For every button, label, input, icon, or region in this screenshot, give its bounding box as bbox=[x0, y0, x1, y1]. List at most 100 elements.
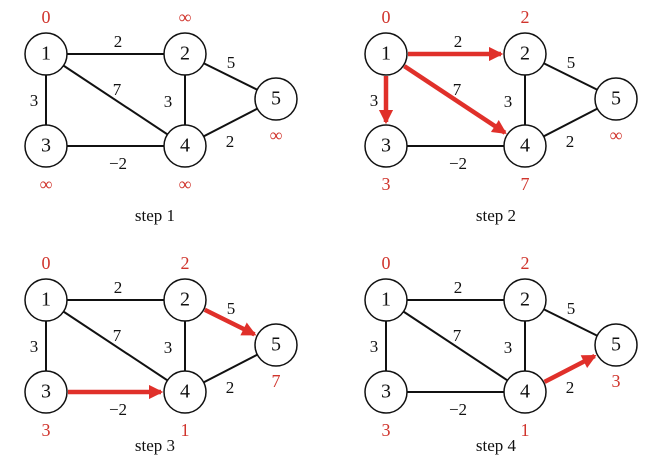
node-2: 2 bbox=[163, 278, 207, 322]
distance-label-node-1: 0 bbox=[42, 7, 51, 27]
node-label: 4 bbox=[520, 381, 530, 403]
node-circle bbox=[24, 124, 68, 168]
node-label: 5 bbox=[271, 334, 281, 356]
node-1: 1 bbox=[24, 32, 68, 76]
distance-label-node-3: 3 bbox=[42, 420, 51, 440]
node-circle bbox=[364, 32, 408, 76]
node-circle bbox=[364, 370, 408, 414]
node-label: 5 bbox=[611, 334, 621, 356]
distance-label-node-2: ∞ bbox=[179, 7, 192, 27]
edge-weight-2-5: 5 bbox=[567, 53, 576, 72]
node-1: 1 bbox=[364, 278, 408, 322]
step-caption: step 1 bbox=[135, 206, 175, 225]
node-circle bbox=[163, 370, 207, 414]
distance-label-node-1: 0 bbox=[382, 7, 391, 27]
node-label: 5 bbox=[271, 88, 281, 110]
node-2: 2 bbox=[503, 278, 547, 322]
edge-weight-3-4: −2 bbox=[109, 154, 127, 173]
distance-label-node-3: 3 bbox=[382, 174, 391, 194]
step-caption: step 4 bbox=[476, 436, 517, 455]
node-circle bbox=[24, 278, 68, 322]
node-circle bbox=[594, 323, 638, 367]
node-2: 2 bbox=[163, 32, 207, 76]
edge-weight-1-2: 2 bbox=[114, 278, 123, 297]
edge-weight-2-5: 5 bbox=[227, 299, 236, 318]
node-label: 2 bbox=[180, 289, 190, 311]
node-circle bbox=[163, 278, 207, 322]
node-3: 3 bbox=[364, 370, 408, 414]
node-circle bbox=[364, 124, 408, 168]
distance-label-node-5: 3 bbox=[612, 371, 621, 391]
edge-weight-1-2: 2 bbox=[114, 32, 123, 51]
distance-label-node-5: ∞ bbox=[270, 125, 283, 145]
distance-label-node-4: ∞ bbox=[179, 174, 192, 194]
node-5: 5 bbox=[254, 77, 298, 121]
node-circle bbox=[24, 370, 68, 414]
distance-label-node-3: 3 bbox=[382, 420, 391, 440]
node-label: 3 bbox=[381, 135, 391, 157]
distance-label-node-4: 1 bbox=[521, 420, 530, 440]
distance-label-node-2: 2 bbox=[181, 253, 190, 273]
node-label: 4 bbox=[180, 135, 190, 157]
node-circle bbox=[254, 323, 298, 367]
distance-label-node-1: 0 bbox=[42, 253, 51, 273]
node-label: 4 bbox=[520, 135, 530, 157]
edge-weight-4-5: 2 bbox=[226, 132, 235, 151]
edge-1-4 bbox=[45, 53, 186, 147]
edge-weight-1-4: 7 bbox=[453, 80, 462, 99]
node-1: 1 bbox=[364, 32, 408, 76]
distance-label-node-5: ∞ bbox=[610, 125, 623, 145]
node-label: 2 bbox=[180, 43, 190, 65]
edge-weight-2-4: 3 bbox=[164, 92, 173, 111]
edge-weight-1-2: 2 bbox=[454, 32, 463, 51]
node-label: 1 bbox=[41, 289, 51, 311]
node-4: 4 bbox=[163, 124, 207, 168]
node-2: 2 bbox=[503, 32, 547, 76]
node-label: 1 bbox=[381, 43, 391, 65]
edge-1-4 bbox=[45, 299, 186, 393]
edge-weight-2-5: 5 bbox=[227, 53, 236, 72]
node-5: 5 bbox=[594, 323, 638, 367]
edge-weight-3-4: −2 bbox=[109, 400, 127, 419]
node-3: 3 bbox=[364, 124, 408, 168]
node-label: 1 bbox=[41, 43, 51, 65]
edge-weight-3-4: −2 bbox=[449, 154, 467, 173]
edge-weight-1-3: 3 bbox=[370, 91, 379, 110]
edge-weight-4-5: 2 bbox=[566, 378, 575, 397]
node-label: 2 bbox=[520, 289, 530, 311]
distance-label-node-3: ∞ bbox=[40, 174, 53, 194]
edge-weight-4-5: 2 bbox=[226, 378, 235, 397]
node-label: 3 bbox=[41, 381, 51, 403]
node-label: 3 bbox=[41, 135, 51, 157]
node-5: 5 bbox=[594, 77, 638, 121]
distance-label-node-2: 2 bbox=[521, 7, 530, 27]
node-circle bbox=[254, 77, 298, 121]
node-circle bbox=[503, 278, 547, 322]
node-circle bbox=[503, 370, 547, 414]
edge-weight-4-5: 2 bbox=[566, 132, 575, 151]
highlighted-edge-2-5 bbox=[203, 307, 257, 337]
distance-label-node-4: 1 bbox=[181, 420, 190, 440]
highlighted-edge-4-5 bbox=[543, 354, 597, 384]
node-circle bbox=[24, 32, 68, 76]
node-4: 4 bbox=[163, 370, 207, 414]
edge-weight-2-4: 3 bbox=[504, 338, 513, 357]
distance-label-node-1: 0 bbox=[382, 253, 391, 273]
node-label: 2 bbox=[520, 43, 530, 65]
node-label: 5 bbox=[611, 88, 621, 110]
distance-label-node-2: 2 bbox=[521, 253, 530, 273]
step-caption: step 3 bbox=[135, 436, 175, 455]
highlighted-edge-1-4 bbox=[403, 64, 507, 135]
node-3: 3 bbox=[24, 370, 68, 414]
edge-weight-1-3: 3 bbox=[370, 337, 379, 356]
node-circle bbox=[503, 32, 547, 76]
node-circle bbox=[364, 278, 408, 322]
edge-weight-1-4: 7 bbox=[113, 326, 122, 345]
node-circle bbox=[163, 124, 207, 168]
node-circle bbox=[503, 124, 547, 168]
node-5: 5 bbox=[254, 323, 298, 367]
